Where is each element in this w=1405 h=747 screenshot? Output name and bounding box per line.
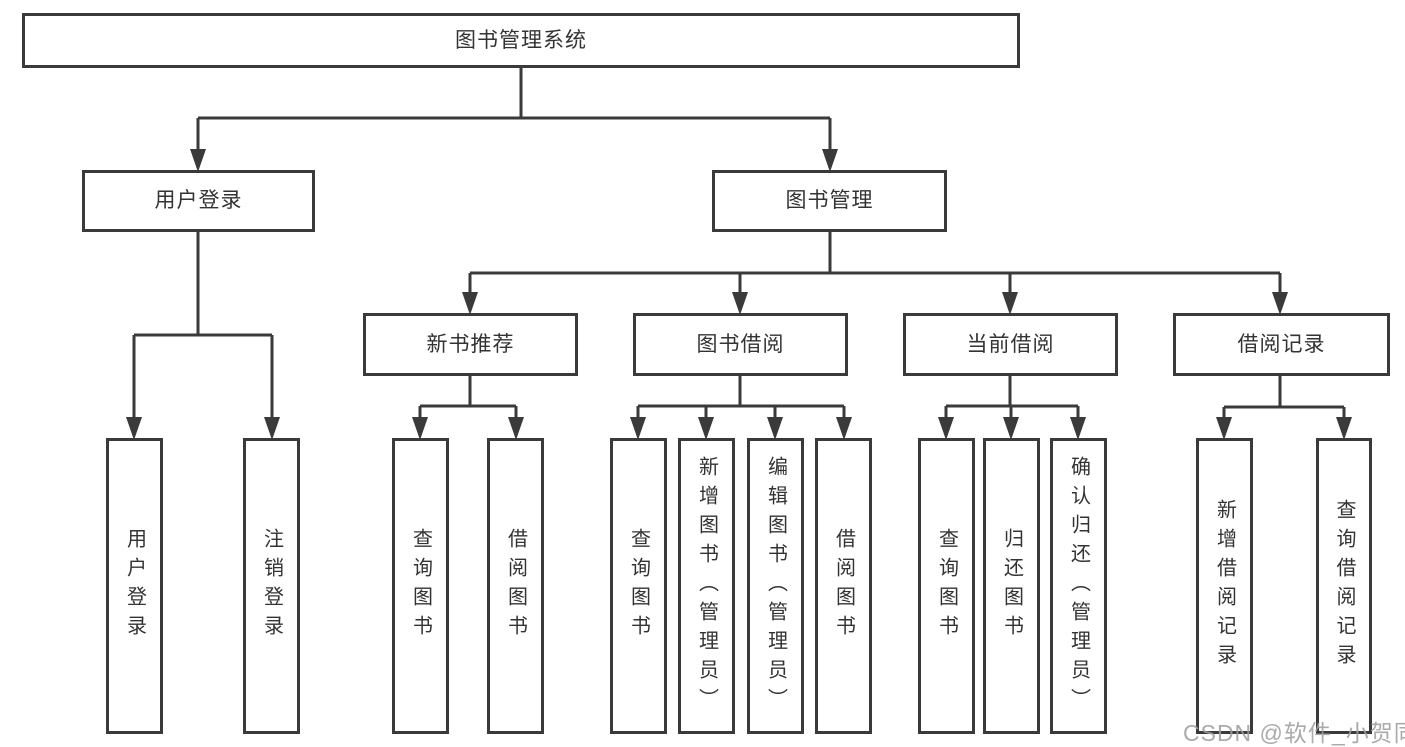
leaf-confirm-return-admin: 确认归还（管理员）: [1050, 438, 1107, 734]
node-new-book-recommendation: 新书推荐: [363, 313, 578, 376]
node-borrowing-records: 借阅记录: [1173, 313, 1390, 376]
leaf-edit-books-admin: 编辑图书（管理员）: [747, 438, 804, 734]
leaf-borrow-books: 借阅图书: [815, 438, 872, 734]
leaf-borrow-books-recommend: 借阅图书: [487, 438, 544, 734]
leaf-return-books: 归还图书: [983, 438, 1040, 734]
csdn-watermark: CSDN @软件_小贺同学: [1183, 720, 1405, 746]
leaf-search-books-current: 查询图书: [918, 438, 975, 734]
node-user-login: 用户登录: [82, 170, 315, 232]
node-book-management: 图书管理: [712, 170, 947, 232]
leaf-add-books-admin: 新增图书（管理员）: [678, 438, 735, 734]
node-current-borrowing: 当前借阅: [903, 313, 1118, 376]
node-library-management-system: 图书管理系统: [22, 13, 1020, 68]
node-book-borrowing: 图书借阅: [633, 313, 848, 376]
leaf-search-books-recommend: 查询图书: [392, 438, 449, 734]
leaf-add-borrow-record: 新增借阅记录: [1196, 438, 1253, 734]
leaf-search-borrow-record: 查询借阅记录: [1316, 438, 1372, 734]
leaf-search-books-borrow: 查询图书: [610, 438, 667, 734]
leaf-logout: 注销登录: [243, 438, 300, 734]
leaf-user-login: 用户登录: [106, 438, 163, 734]
